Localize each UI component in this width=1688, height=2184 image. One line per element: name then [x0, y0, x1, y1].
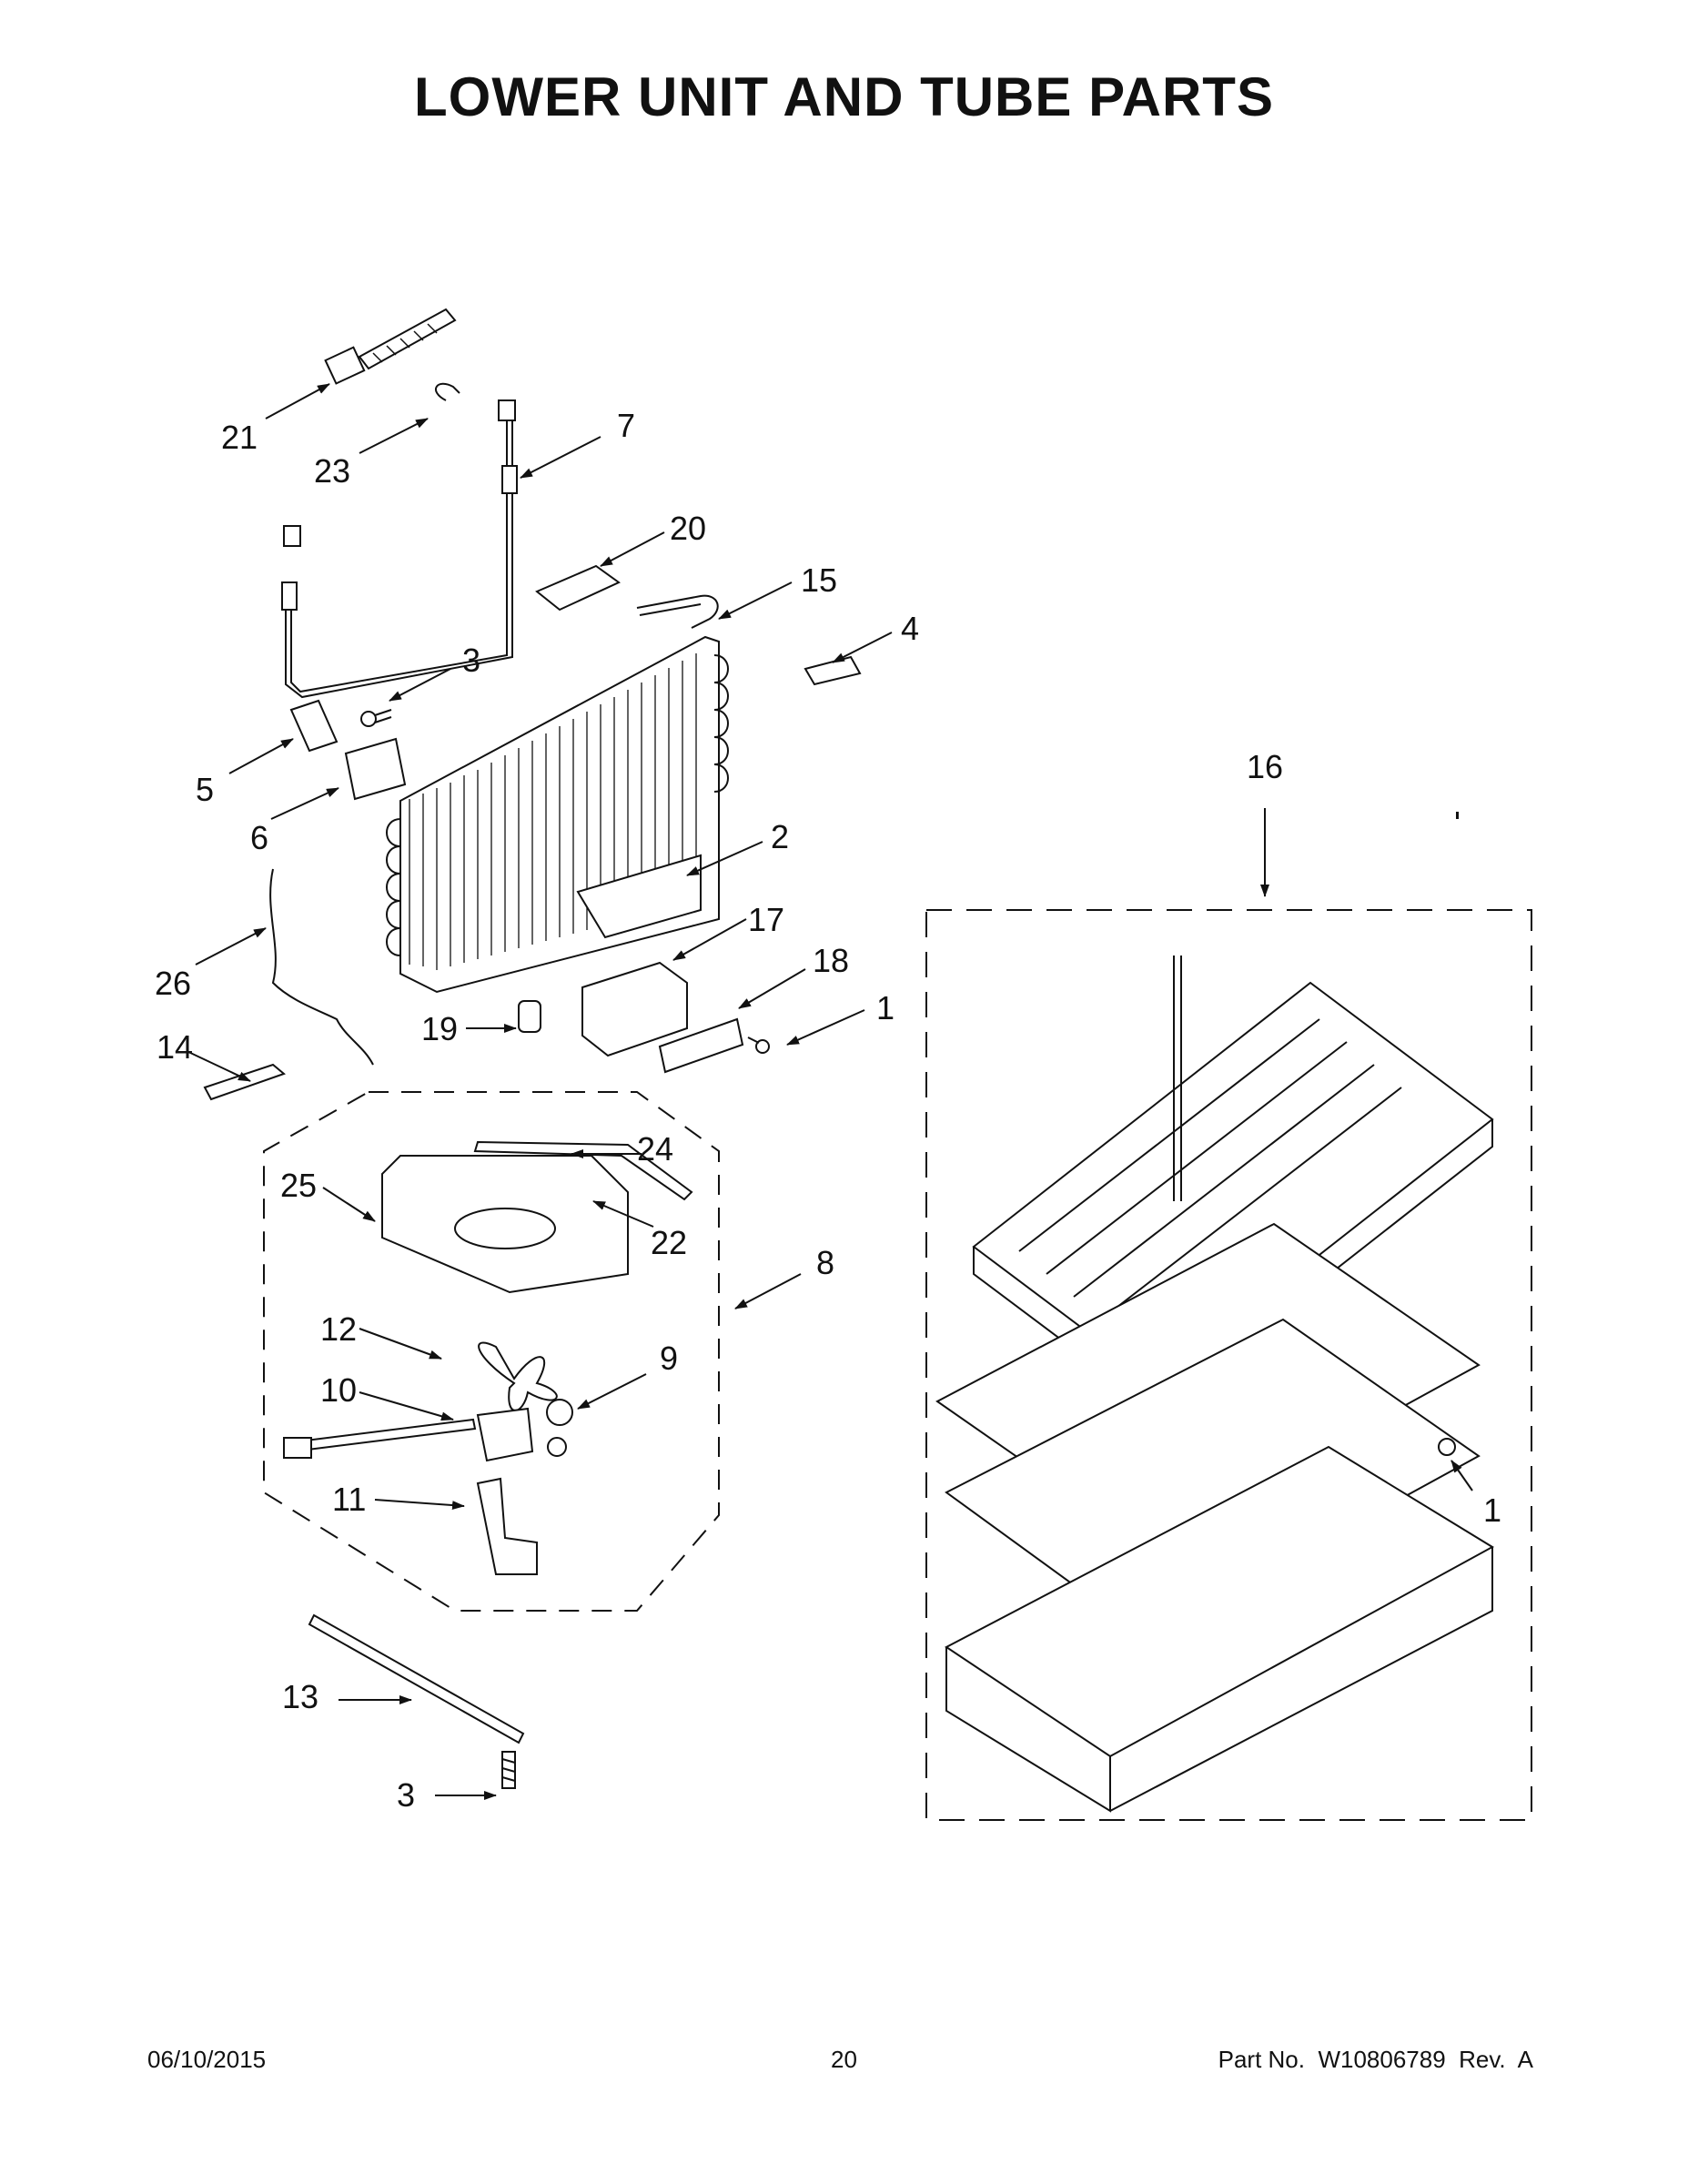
pad-part	[535, 564, 621, 612]
callout-12: 12	[320, 1310, 357, 1348]
callout-5: 5	[196, 771, 214, 808]
evaporator-coil	[386, 635, 729, 994]
callout-13: 13	[282, 1678, 318, 1715]
retainer-clip-part	[804, 655, 862, 686]
rail-part	[473, 1140, 693, 1201]
tube-part	[636, 594, 719, 629]
callout-20: 20	[670, 510, 706, 547]
footer-page-number: 20	[831, 2046, 857, 2073]
leader-lines	[186, 383, 1473, 1800]
callout-6: 6	[250, 819, 268, 856]
circuit-board-part	[344, 737, 407, 801]
fan-shroud-part	[381, 1155, 629, 1294]
cover-box-part	[581, 961, 688, 1057]
strip-part	[308, 1613, 525, 1744]
screw-part-right	[1438, 1438, 1456, 1456]
callout-21: 21	[221, 419, 258, 456]
callout-18: 18	[813, 942, 849, 979]
callout-8: 8	[816, 1244, 834, 1281]
callout-10: 10	[320, 1371, 357, 1409]
callout-14: 14	[157, 1028, 193, 1066]
callout-24: 24	[637, 1130, 673, 1168]
screw-part-bottom	[501, 1751, 516, 1789]
screw-part-upper	[747, 1036, 770, 1054]
cable-tie-part	[324, 308, 457, 385]
callout-9: 9	[660, 1340, 678, 1377]
callout-17: 17	[748, 901, 784, 938]
insulation-part	[576, 854, 702, 939]
stray-mark	[1456, 812, 1459, 819]
thermistor-part	[203, 1063, 286, 1101]
callout-26: 26	[155, 965, 191, 1002]
callout-23: 23	[314, 452, 350, 490]
callout-4: 4	[901, 610, 919, 647]
fan-blade-part	[478, 1341, 558, 1411]
callout-11: 11	[332, 1481, 366, 1518]
callout-3-bottom: 3	[397, 1776, 415, 1814]
page-title: LOWER UNIT AND TUBE PARTS	[414, 66, 1274, 127]
callout-25: 25	[280, 1167, 317, 1204]
callout-19: 19	[421, 1010, 458, 1047]
clip-part	[435, 382, 460, 401]
callout-1-upper: 1	[876, 989, 895, 1026]
drain-pan-base-part	[945, 1445, 1494, 1813]
wire-harness-26-part	[269, 868, 374, 1066]
footer-part-number: Part No. W10806789 Rev. A	[1218, 2046, 1533, 2073]
bearing-part	[546, 1399, 573, 1457]
capacitor-part	[518, 1000, 541, 1033]
callout-22: 22	[651, 1224, 687, 1261]
callout-7: 7	[617, 407, 635, 444]
plate-part	[658, 1017, 744, 1074]
drain-pan-assembly-outline	[925, 909, 1532, 1821]
screw-part-top	[360, 709, 392, 727]
callout-16: 16	[1247, 748, 1283, 785]
bracket-part	[289, 699, 339, 753]
callout-2: 2	[771, 818, 789, 855]
callout-15: 15	[801, 561, 837, 599]
fan-assembly-outline	[263, 1091, 720, 1612]
wire-harness-part	[281, 399, 518, 699]
motor-bracket-part	[476, 1477, 538, 1575]
fan-motor-part	[283, 1407, 534, 1462]
footer-date: 06/10/2015	[147, 2046, 267, 2073]
callout-3-top: 3	[462, 642, 480, 679]
callout-1-right: 1	[1483, 1491, 1501, 1529]
